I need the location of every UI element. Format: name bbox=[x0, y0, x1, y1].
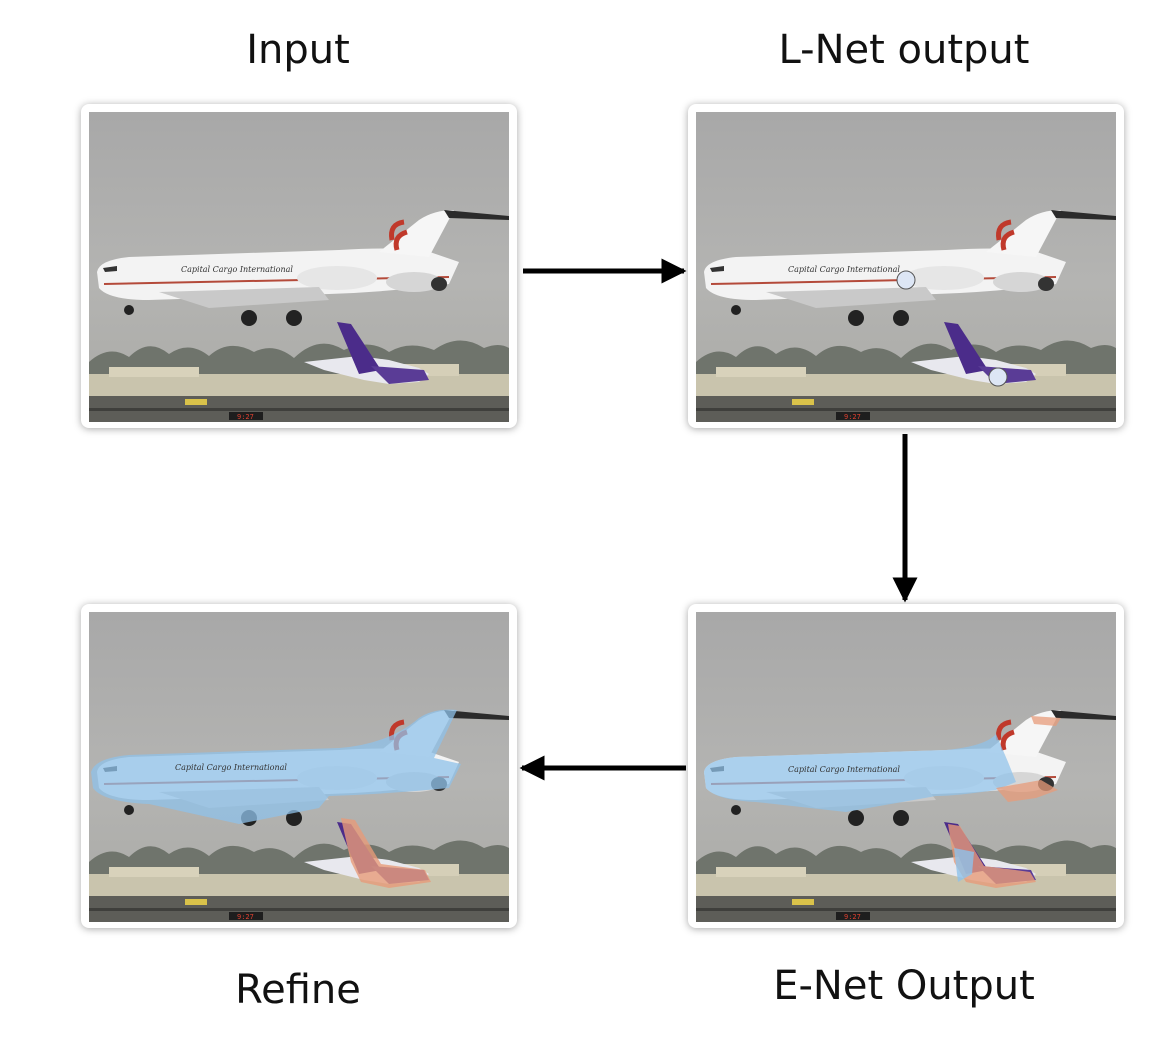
tail-text: Capital Cargo International bbox=[175, 763, 287, 772]
segmentation-mask-tail bbox=[1031, 716, 1061, 726]
segmentation-mask-main-plane bbox=[704, 734, 1016, 812]
location-point-cargo-plane bbox=[988, 367, 1008, 387]
tail-text: Capital Cargo International bbox=[181, 265, 293, 274]
enet-image: Capital Cargo International 9:27 bbox=[696, 612, 1116, 922]
tail-text: Capital Cargo International bbox=[788, 765, 900, 774]
refine-image: Capital Cargo International 9:27 bbox=[89, 612, 509, 922]
segmentation-mask-cargo-plane bbox=[341, 818, 431, 888]
tail-text: Capital Cargo International bbox=[788, 265, 900, 274]
panel-title-input: Input bbox=[246, 27, 350, 73]
lnet-panel: Capital Cargo International 9:27 bbox=[688, 104, 1124, 428]
segmentation-mask-cargo-tail bbox=[954, 848, 974, 882]
segmentation-mask-engine bbox=[996, 780, 1058, 802]
timestamp: 9:27 bbox=[844, 413, 861, 421]
panel-title-refine: Refine bbox=[235, 967, 361, 1013]
timestamp: 9:27 bbox=[844, 913, 861, 921]
refine-panel: Capital Cargo International 9:27 bbox=[81, 604, 517, 928]
panel-title-lnet: L-Net output bbox=[778, 27, 1030, 73]
timestamp: 9:27 bbox=[237, 913, 254, 921]
lnet-image: Capital Cargo International 9:27 bbox=[696, 112, 1116, 422]
segmentation-mask-main-plane bbox=[91, 709, 461, 824]
panel-title-enet: E-Net Output bbox=[773, 963, 1035, 1009]
enet-panel: Capital Cargo International 9:27 bbox=[688, 604, 1124, 928]
timestamp: 9:27 bbox=[237, 413, 254, 421]
input-panel: Capital Cargo International 9:27 bbox=[81, 104, 517, 428]
input-image: Capital Cargo International 9:27 bbox=[89, 112, 509, 422]
location-point-main-plane bbox=[896, 270, 916, 290]
